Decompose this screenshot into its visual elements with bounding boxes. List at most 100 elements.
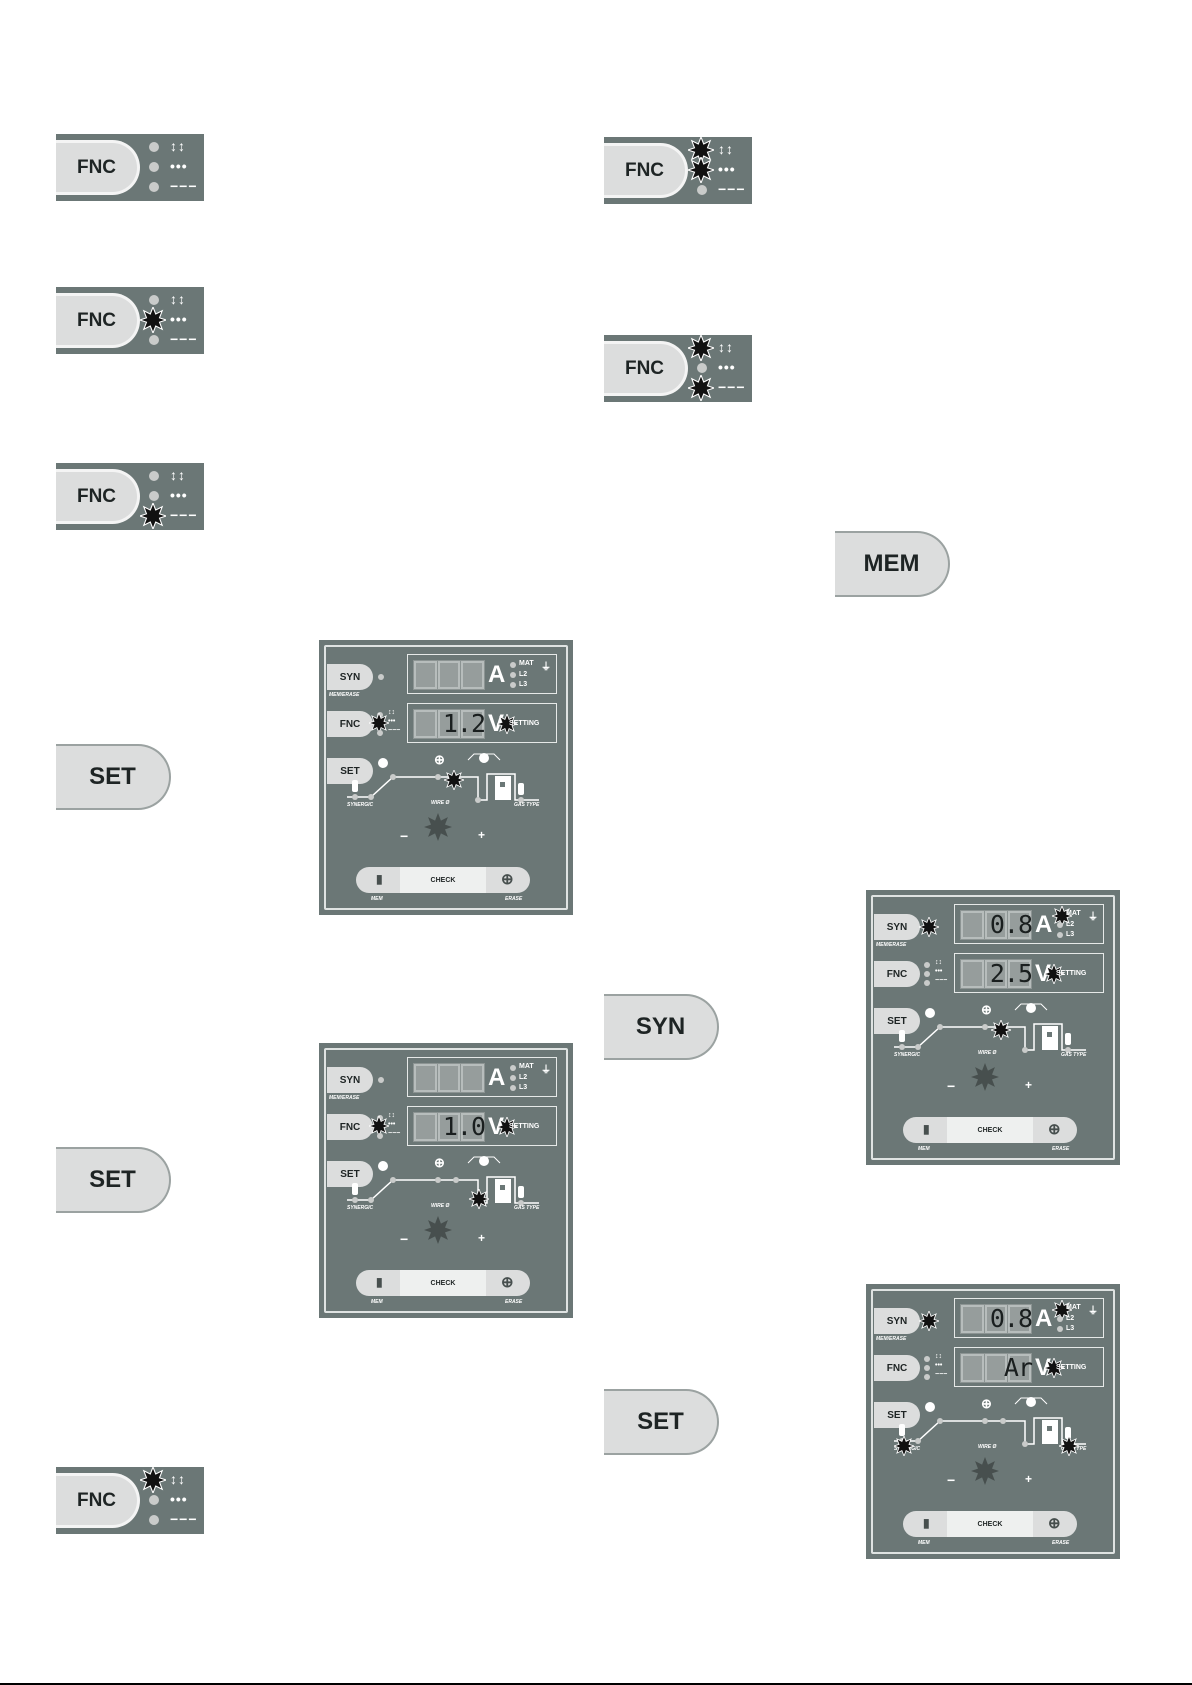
encoder-knob-icon[interactable] [971,1457,999,1485]
page-bottom-rule [0,1683,1192,1685]
syn-button[interactable]: SYN [874,1308,920,1334]
syn-button[interactable]: SYN [604,994,719,1060]
l3-led [1057,1326,1063,1332]
encoder-knob-icon[interactable] [971,1063,999,1091]
lit-led-burst-icon [688,335,714,361]
synergic-label: SYNERGIC [894,1052,921,1058]
panel-frame [871,895,1115,1160]
dashes-icon: −−− [935,1371,948,1378]
encoder-knob-icon[interactable] [424,813,452,841]
arrows-icon: ↕↕ [170,1471,186,1487]
fnc-button[interactable]: FNC [874,1355,920,1381]
gas-bottle-icon[interactable]: ▮ [376,1275,383,1289]
dashes-icon: −−− [170,1511,198,1527]
check-button[interactable]: CHECK [400,1270,486,1296]
setting-label: SETTING [509,1123,540,1130]
led-2 [697,363,707,373]
check-bar[interactable]: ▮ CHECK ⊕ [903,1117,1077,1143]
dots-icon: ••• [388,718,396,725]
panel-frame [871,1289,1115,1554]
wire-inch-icon[interactable]: ⊕ [1048,1121,1061,1138]
dots-icon: ••• [170,311,188,327]
check-button[interactable]: CHECK [947,1511,1033,1537]
arrows-icon: ↕↕ [388,709,395,716]
gas-bottle-icon[interactable]: ▮ [376,872,383,886]
dashes-icon: −−− [935,977,948,984]
wire-label: WIRE Ø [978,1444,997,1450]
check-bar[interactable]: ▮ CHECK ⊕ [356,1270,530,1296]
fnc-button[interactable]: FNC [327,1114,373,1140]
wire-inch-icon[interactable]: ⊕ [501,871,514,888]
led-1 [149,142,159,152]
l2-led [510,672,516,678]
mem-button[interactable]: MEM [835,531,950,597]
check-bar[interactable]: ▮ CHECK ⊕ [903,1511,1077,1537]
ground-icon: ⏚ [1088,912,1098,923]
erase-label: ERASE [505,896,523,902]
l2-led [1057,1316,1063,1322]
set-button[interactable]: SET [56,1147,171,1213]
set-button[interactable]: SET [56,744,171,810]
mat-label: MAT [1066,910,1081,917]
lit-led-burst-icon [688,375,714,401]
encoder-knob-icon[interactable] [424,1216,452,1244]
ampere-digits: 0.8 [989,1304,1033,1333]
gas-bottle-icon[interactable]: ▮ [923,1516,930,1530]
check-bar[interactable]: ▮ CHECK ⊕ [356,867,530,893]
volt-digits: 1.2 [442,709,486,738]
arrows-icon: ↕↕ [388,1112,395,1119]
wire-inch-icon[interactable]: ⊕ [1048,1515,1061,1532]
plus-label: + [478,1231,486,1245]
volt-digits: Ar [1003,1353,1033,1382]
lit-indicator-burst-icon [919,917,939,937]
ampere-display: A [407,1057,557,1097]
l2-led [510,1075,516,1081]
syn-button[interactable]: SYN [327,664,373,690]
syn-button[interactable]: SYN [327,1067,373,1093]
plus-label: + [478,828,486,842]
l2-label: L2 [1066,921,1075,928]
dots-icon: ••• [935,1362,943,1369]
syn-button[interactable]: SYN [874,914,920,940]
mem-label: MEM [371,1299,383,1305]
fnc-button[interactable]: FNC [604,341,688,396]
l3-label: L3 [519,681,528,688]
set-button[interactable]: SET [874,1402,920,1428]
check-button[interactable]: CHECK [400,867,486,893]
fnc-button[interactable]: FNC [56,140,140,195]
gas-bottle-icon[interactable]: ▮ [923,1122,930,1136]
minus-label: − [947,1472,956,1488]
wire-inch-icon[interactable]: ⊕ [501,1274,514,1291]
panel-frame [324,1048,568,1313]
dashes-icon: −−− [170,178,198,194]
fnc-button[interactable]: FNC [56,293,140,348]
lit-led-burst-icon [140,503,166,529]
l3-label: L3 [1066,1325,1075,1332]
set-button[interactable]: SET [327,758,373,784]
fnc-button[interactable]: FNC [874,961,920,987]
l3-label: L3 [1066,931,1075,938]
set-button[interactable]: SET [327,1161,373,1187]
wire-label: WIRE Ø [431,800,450,806]
fnc-button[interactable]: FNC [56,1473,140,1528]
fnc-led-1 [924,1356,930,1362]
mat-led [510,662,516,668]
ampere-unit: A [488,1064,506,1091]
gas-type-label: GAS TYPE [514,1205,540,1211]
set-button[interactable]: SET [604,1389,719,1455]
dashes-icon: −−− [718,181,746,197]
panel-frame [324,645,568,910]
fnc-button[interactable]: FNC [56,469,140,524]
check-button[interactable]: CHECK [947,1117,1033,1143]
l3-led [1057,932,1063,938]
dots-icon: ••• [718,359,736,375]
led-1 [149,295,159,305]
fnc-button[interactable]: FNC [327,711,373,737]
mem-label: MEM [918,1540,930,1546]
arrows-icon: ↕↕ [935,959,942,966]
fnc-button[interactable]: FNC [604,143,688,198]
set-button[interactable]: SET [874,1008,920,1034]
dashes-icon: −−− [388,727,401,734]
minus-label: − [400,828,409,844]
mem-erase-label: MEM/ERASE [876,942,907,948]
